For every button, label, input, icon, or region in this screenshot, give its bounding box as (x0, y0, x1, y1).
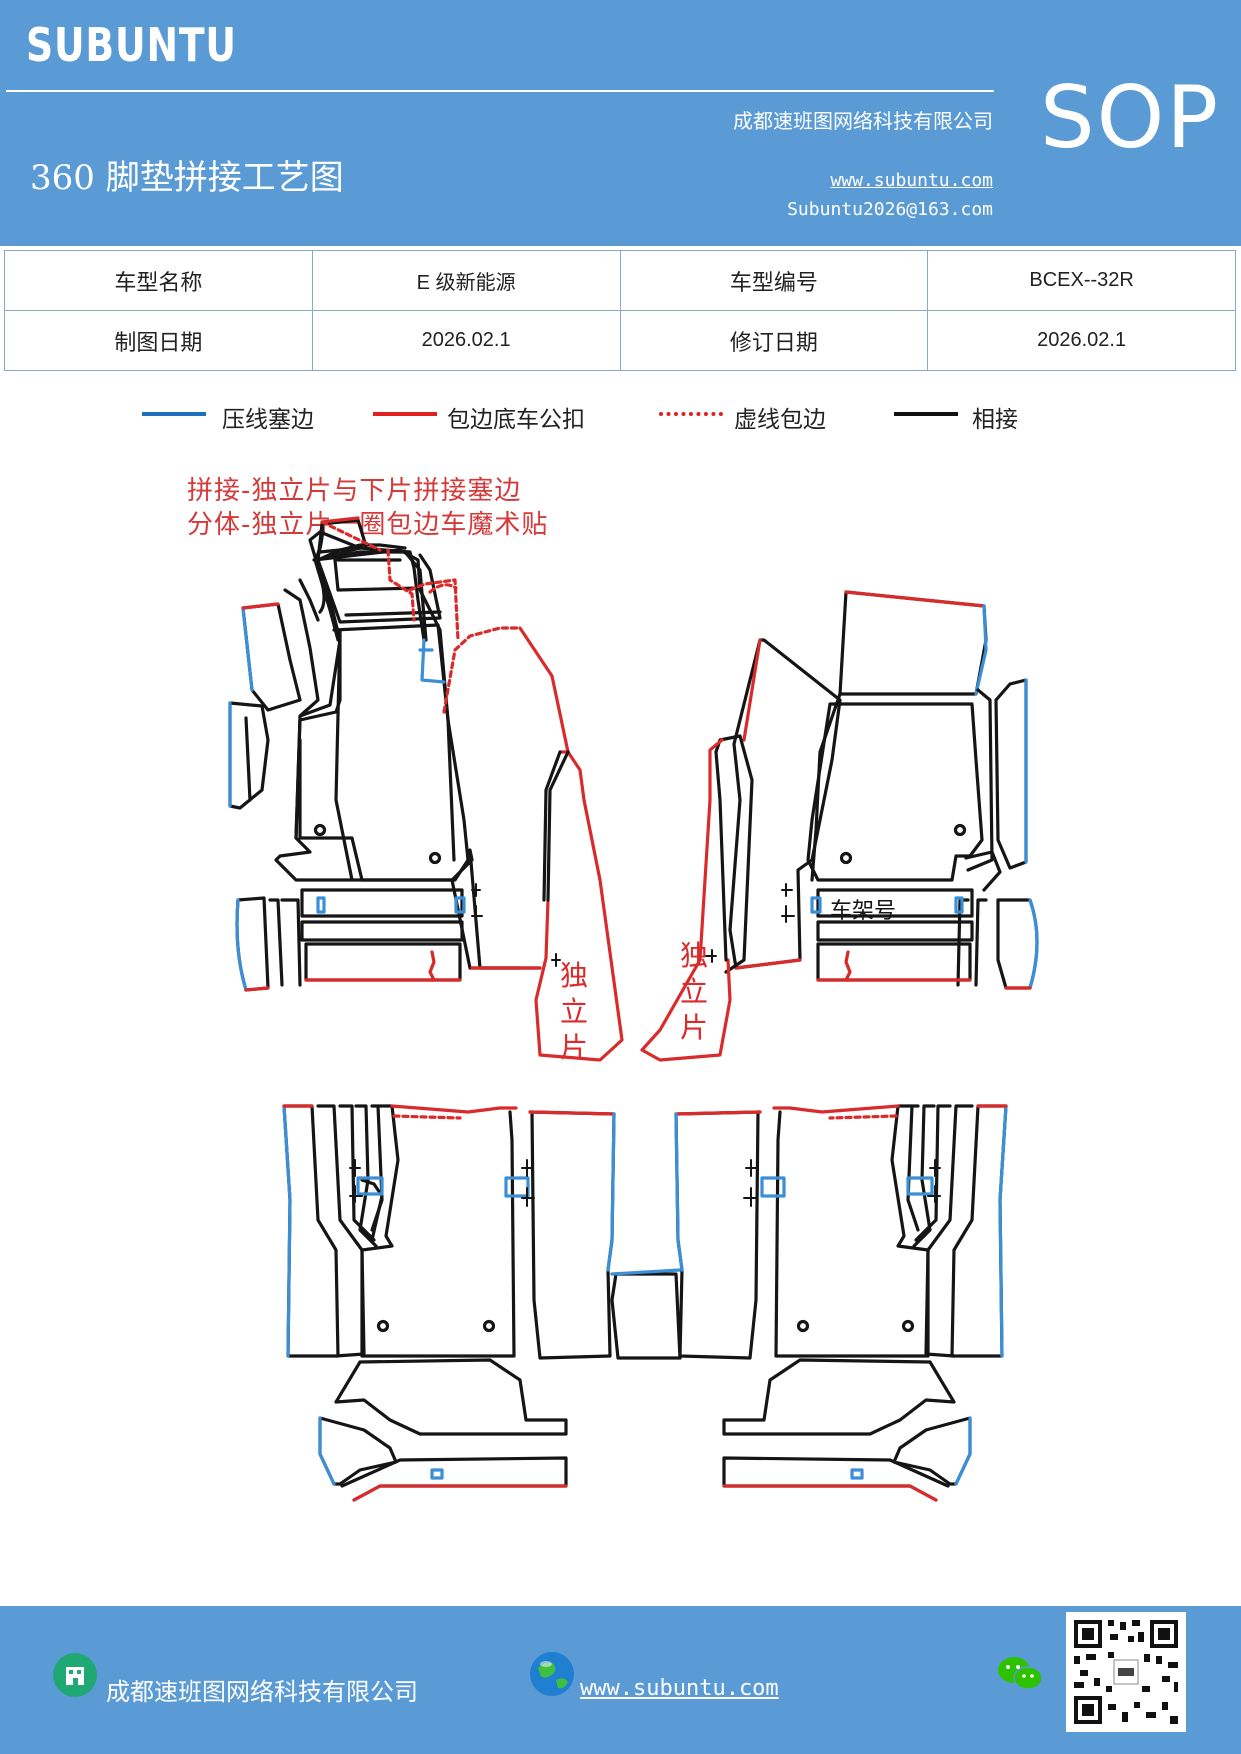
building-icon (53, 1653, 97, 1697)
header-banner: SUBUNTU SOP 成都速班图网络科技有限公司 360 脚垫拼接工艺图 ww… (0, 0, 1241, 246)
front-left-mat (228, 516, 570, 992)
header-divider (6, 90, 994, 92)
table-cell: 车型编号 (619, 250, 929, 311)
header-website-link[interactable]: www.subuntu.com (830, 170, 993, 191)
legend-swatch-blue (142, 412, 206, 416)
legend-item-dotted-binding: 虚线包边 (659, 400, 859, 440)
doc-type-label: SOP (1040, 68, 1221, 168)
wechat-icon[interactable] (996, 1654, 1044, 1694)
front-right-mat (714, 590, 1039, 990)
footer-website-link[interactable]: www.subuntu.com (580, 1676, 779, 1701)
table-row: 制图日期 2026.02.1 修订日期 2026.02.1 (4, 310, 1236, 371)
legend-label: 压线塞边 (222, 407, 314, 433)
table-cell: 2026.02.1 (311, 310, 621, 371)
vehicle-info-table: 车型名称 E 级新能源 车型编号 BCEX--32R 制图日期 2026.02.… (4, 250, 1236, 371)
independent-piece-right (640, 738, 732, 1062)
table-cell: 车型名称 (4, 250, 313, 311)
independent-piece-label-right: 独立片 (680, 939, 708, 1044)
table-row: 车型名称 E 级新能源 车型编号 BCEX--32R (4, 250, 1236, 311)
rear-right-mat (674, 1104, 1008, 1502)
legend-item-press-line: 压线塞边 (142, 400, 342, 440)
table-cell: 制图日期 (4, 310, 313, 371)
note-line-1: 拼接-独立片与下片拼接塞边 (187, 476, 522, 506)
legend-label: 包边底车公扣 (447, 407, 585, 433)
brand-logo: SUBUNTU (26, 18, 237, 72)
note-line-2: 分体-独立片一圈包边车魔术贴 (187, 510, 549, 540)
rear-left-mat (282, 1104, 682, 1502)
frame-number-label: 车架号 (830, 899, 896, 924)
qr-code-icon (1066, 1612, 1186, 1732)
globe-icon (530, 1652, 574, 1696)
legend-item-joint: 相接 (894, 400, 1044, 440)
header-email[interactable]: Subuntu2026@163.com (787, 199, 993, 220)
table-cell: BCEX--32R (927, 250, 1236, 311)
footer-company: 成都速班图网络科技有限公司 (106, 1678, 418, 1706)
legend-label: 相接 (972, 407, 1018, 433)
table-cell: 修订日期 (619, 310, 929, 371)
legend-swatch-black (894, 412, 958, 416)
legend-swatch-red-dotted (659, 412, 723, 416)
table-cell: E 级新能源 (311, 250, 621, 311)
legend-swatch-red (373, 412, 437, 416)
page-title: 360 脚垫拼接工艺图 (30, 158, 344, 198)
header-company: 成都速班图网络科技有限公司 (733, 109, 993, 133)
footer-banner: 成都速班图网络科技有限公司 www.subuntu.com (0, 1606, 1241, 1754)
independent-piece-left (534, 750, 624, 1062)
independent-piece-label-left: 独立片 (560, 959, 588, 1064)
table-cell: 2026.02.1 (927, 310, 1236, 371)
legend-label: 虚线包边 (734, 407, 826, 433)
legend-item-edge-binding: 包边底车公扣 (373, 400, 613, 440)
